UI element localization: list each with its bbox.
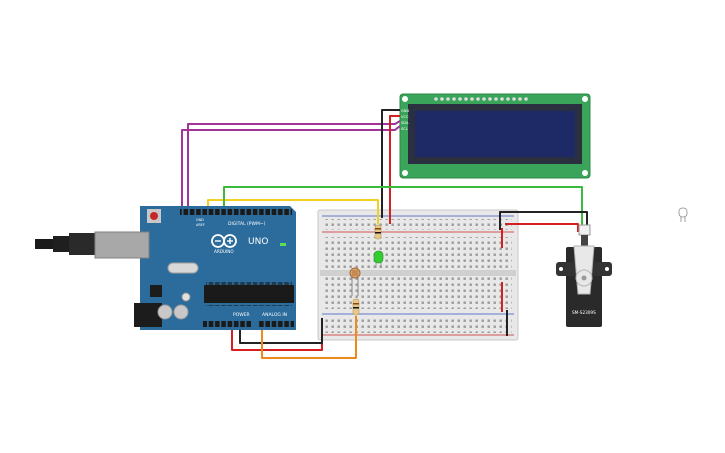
led[interactable] [373,250,384,264]
wire-red-lcd-vcc[interactable] [389,115,400,224]
wire-red-5v[interactable] [231,328,323,351]
lcd-display[interactable]: GND VCC SDA SCL [399,93,591,179]
lcd-pin-vcc: VCC [401,115,409,119]
wire-black-gnd[interactable] [239,318,323,344]
usb-cable-boot [53,236,69,252]
digital-header [180,207,292,215]
wire-black-servo-gnd[interactable] [499,211,588,230]
lcd-mount-hole [582,170,588,176]
arduino-logo-icon [211,234,237,248]
servo-mount-hole [559,267,563,271]
resistor-band [353,307,359,309]
lcd-mount-hole [402,96,408,102]
breadboard-components[interactable] [349,224,384,316]
capacitor [157,304,173,320]
rail-holes-top [324,219,512,230]
servo-cable [581,235,588,247]
unplaced-led-body [678,207,688,218]
lcd-pin-sda: SDA [401,121,409,125]
wire-purple-scl[interactable] [181,125,401,212]
resistor-band [353,303,359,305]
aref-label: AREF [196,223,205,227]
arduino-uno[interactable]: DIGITAL (PWM~) AREF GND POWER ANALOG IN … [35,206,296,330]
lcd-mount-hole [402,170,408,176]
power-led [280,243,286,246]
analog-label: ANALOG IN [262,312,287,318]
digital-label: DIGITAL (PWM~) [228,221,266,227]
capacitor-small [181,292,191,302]
lcd-pin-gnd: GND [401,109,409,113]
power-jack [134,303,162,327]
power-label: POWER [233,312,250,318]
unplaced-led[interactable] [678,207,688,222]
wire-orange-analog[interactable] [261,316,357,359]
reset-button-cap [150,212,158,220]
terminal-holes-top [324,237,512,269]
wire-black-lcd-gnd[interactable] [381,109,400,218]
servo-mount-hole [605,267,609,271]
chip-pins [206,303,292,306]
resistor-band [375,228,381,230]
servo-connector [578,224,591,236]
usb-chip [150,285,162,297]
crystal-oscillator [167,262,199,274]
wire-green-servo-signal[interactable] [223,186,583,225]
gnd-label: GND [196,218,204,222]
wire-purple-sda[interactable] [187,120,401,212]
rail-holes-bottom [324,317,512,333]
board-model: UNO [248,237,268,247]
servo-model: SM-S2309S [572,310,596,315]
lcd-pin-scl: SCL [401,127,408,131]
board-brand: ARDUINO [214,249,234,254]
usb-port [94,231,150,259]
chip-pins [206,282,292,285]
usb-cable-tip [35,239,53,249]
lcd-mount-hole [582,96,588,102]
servo-motor[interactable]: SM-S2309S [556,224,612,327]
lcd-screen [415,111,575,157]
analog-header [258,320,294,328]
breadboard[interactable] [317,209,519,341]
photoresistor-trace [352,270,358,276]
resistor-band [375,232,381,234]
wire-red-servo-vcc[interactable] [505,223,579,232]
power-header [203,320,251,328]
lcd-header-pins [434,97,528,101]
atmega-chip [204,285,294,303]
capacitor [173,304,189,320]
center-channel [320,270,516,276]
usb-plug [69,233,99,255]
servo-shaft [581,275,587,281]
